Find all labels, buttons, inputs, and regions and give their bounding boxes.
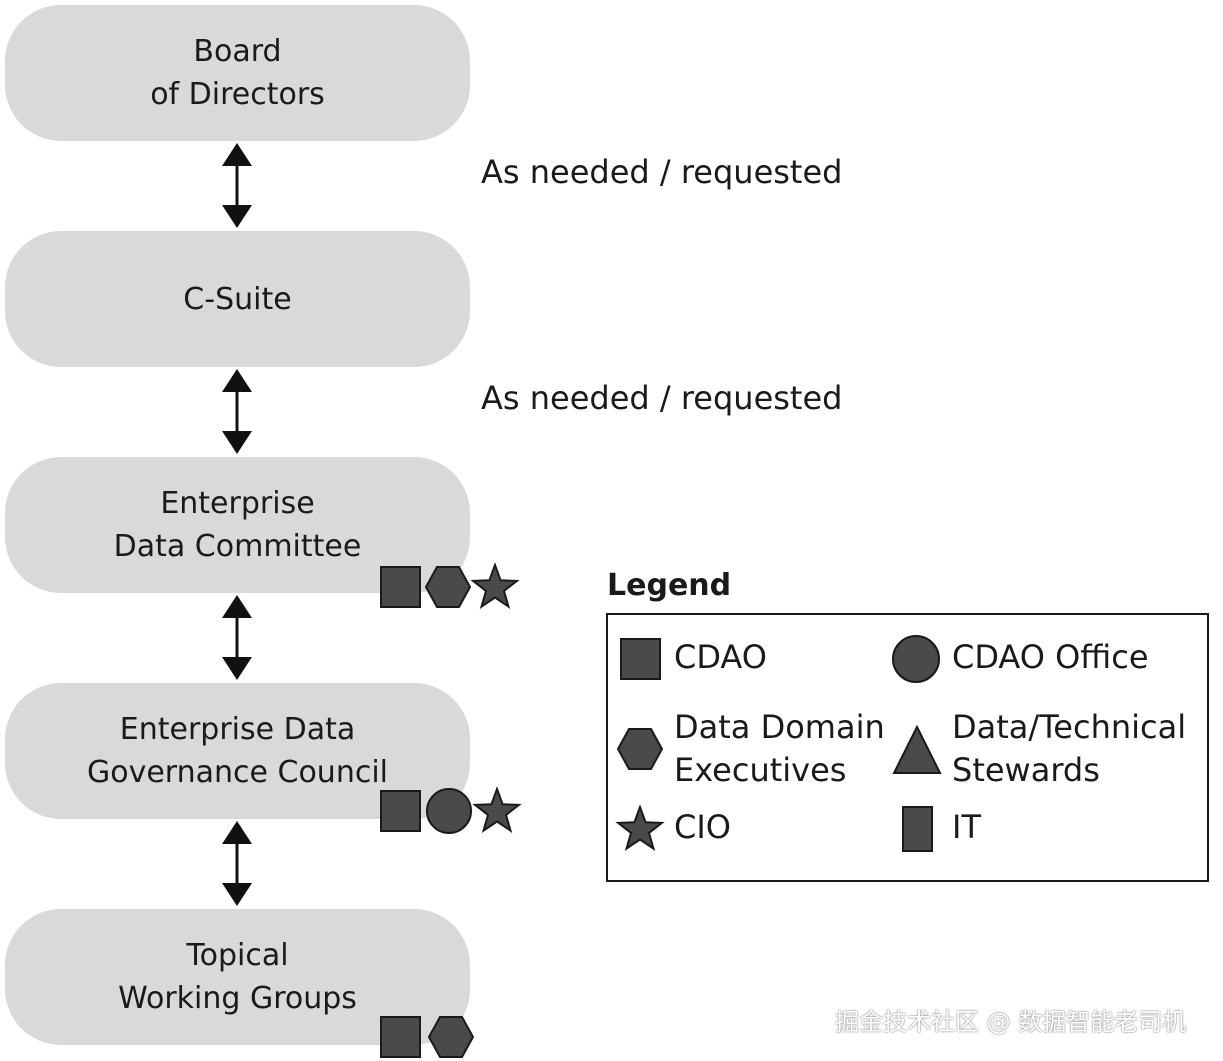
level-label-line1: C-Suite [183,281,292,317]
legend-circle-icon [892,635,940,683]
level-label-line1: Enterprise Data [119,712,356,747]
level-board-of-directors: Board of Directors [5,5,470,141]
circle-icon [426,788,472,834]
connection-note-csuite-committee: As needed / requested [481,379,843,417]
legend-item-cio: CIO [674,806,731,849]
square-icon [380,1016,421,1058]
legend-item-it: IT [952,806,981,849]
star-icon [472,564,518,608]
level-topical-working-groups: Topical Working Groups [5,909,470,1045]
level-label-line2: Working Groups [118,981,357,1016]
legend-title: Legend [607,568,732,603]
legend-item-label-line2: Executives [674,751,847,789]
double-arrow-icon [222,369,252,454]
legend-item-data-technical-stewards: Data/Technical Stewards [952,706,1186,792]
legend-item-label: CDAO [674,638,767,676]
legend-box [606,613,1209,882]
legend-item-label-line2: Stewards [952,751,1100,789]
double-arrow-icon [222,595,252,680]
legend-item-label: CDAO Office [952,638,1149,676]
star-icon [474,788,520,832]
legend-item-label-line1: Data Domain [674,708,885,746]
level-c-suite: C-Suite [5,231,470,367]
legend-item-cdao-office: CDAO Office [952,636,1149,679]
legend-item-label: IT [952,808,981,846]
legend-square-icon [620,638,661,680]
legend-item-label: CIO [674,808,731,846]
level-label-line2: of Directors [150,77,325,112]
hexagon-icon [428,1016,474,1058]
connection-note-board-csuite: As needed / requested [481,153,843,191]
square-icon [380,566,421,608]
level-label-line2: Data Committee [113,529,362,564]
square-icon [380,790,421,832]
level-label-line1: Enterprise [160,486,315,521]
level-label-line1: Topical [186,938,289,973]
legend-triangle-icon [892,724,942,774]
legend-rectangle-icon [902,806,933,852]
double-arrow-icon [222,143,252,228]
double-arrow-icon [222,821,252,906]
hexagon-icon [425,566,471,608]
level-label-line1: Board [193,34,282,69]
watermark: 掘金技术社区 @ 数据智能老司机 [835,1008,1187,1036]
legend-item-label-line1: Data/Technical [952,708,1187,746]
level-label-line2: Governance Council [86,755,388,790]
legend-item-cdao: CDAO [674,636,767,679]
legend-item-data-domain-executives: Data Domain Executives [674,706,885,792]
